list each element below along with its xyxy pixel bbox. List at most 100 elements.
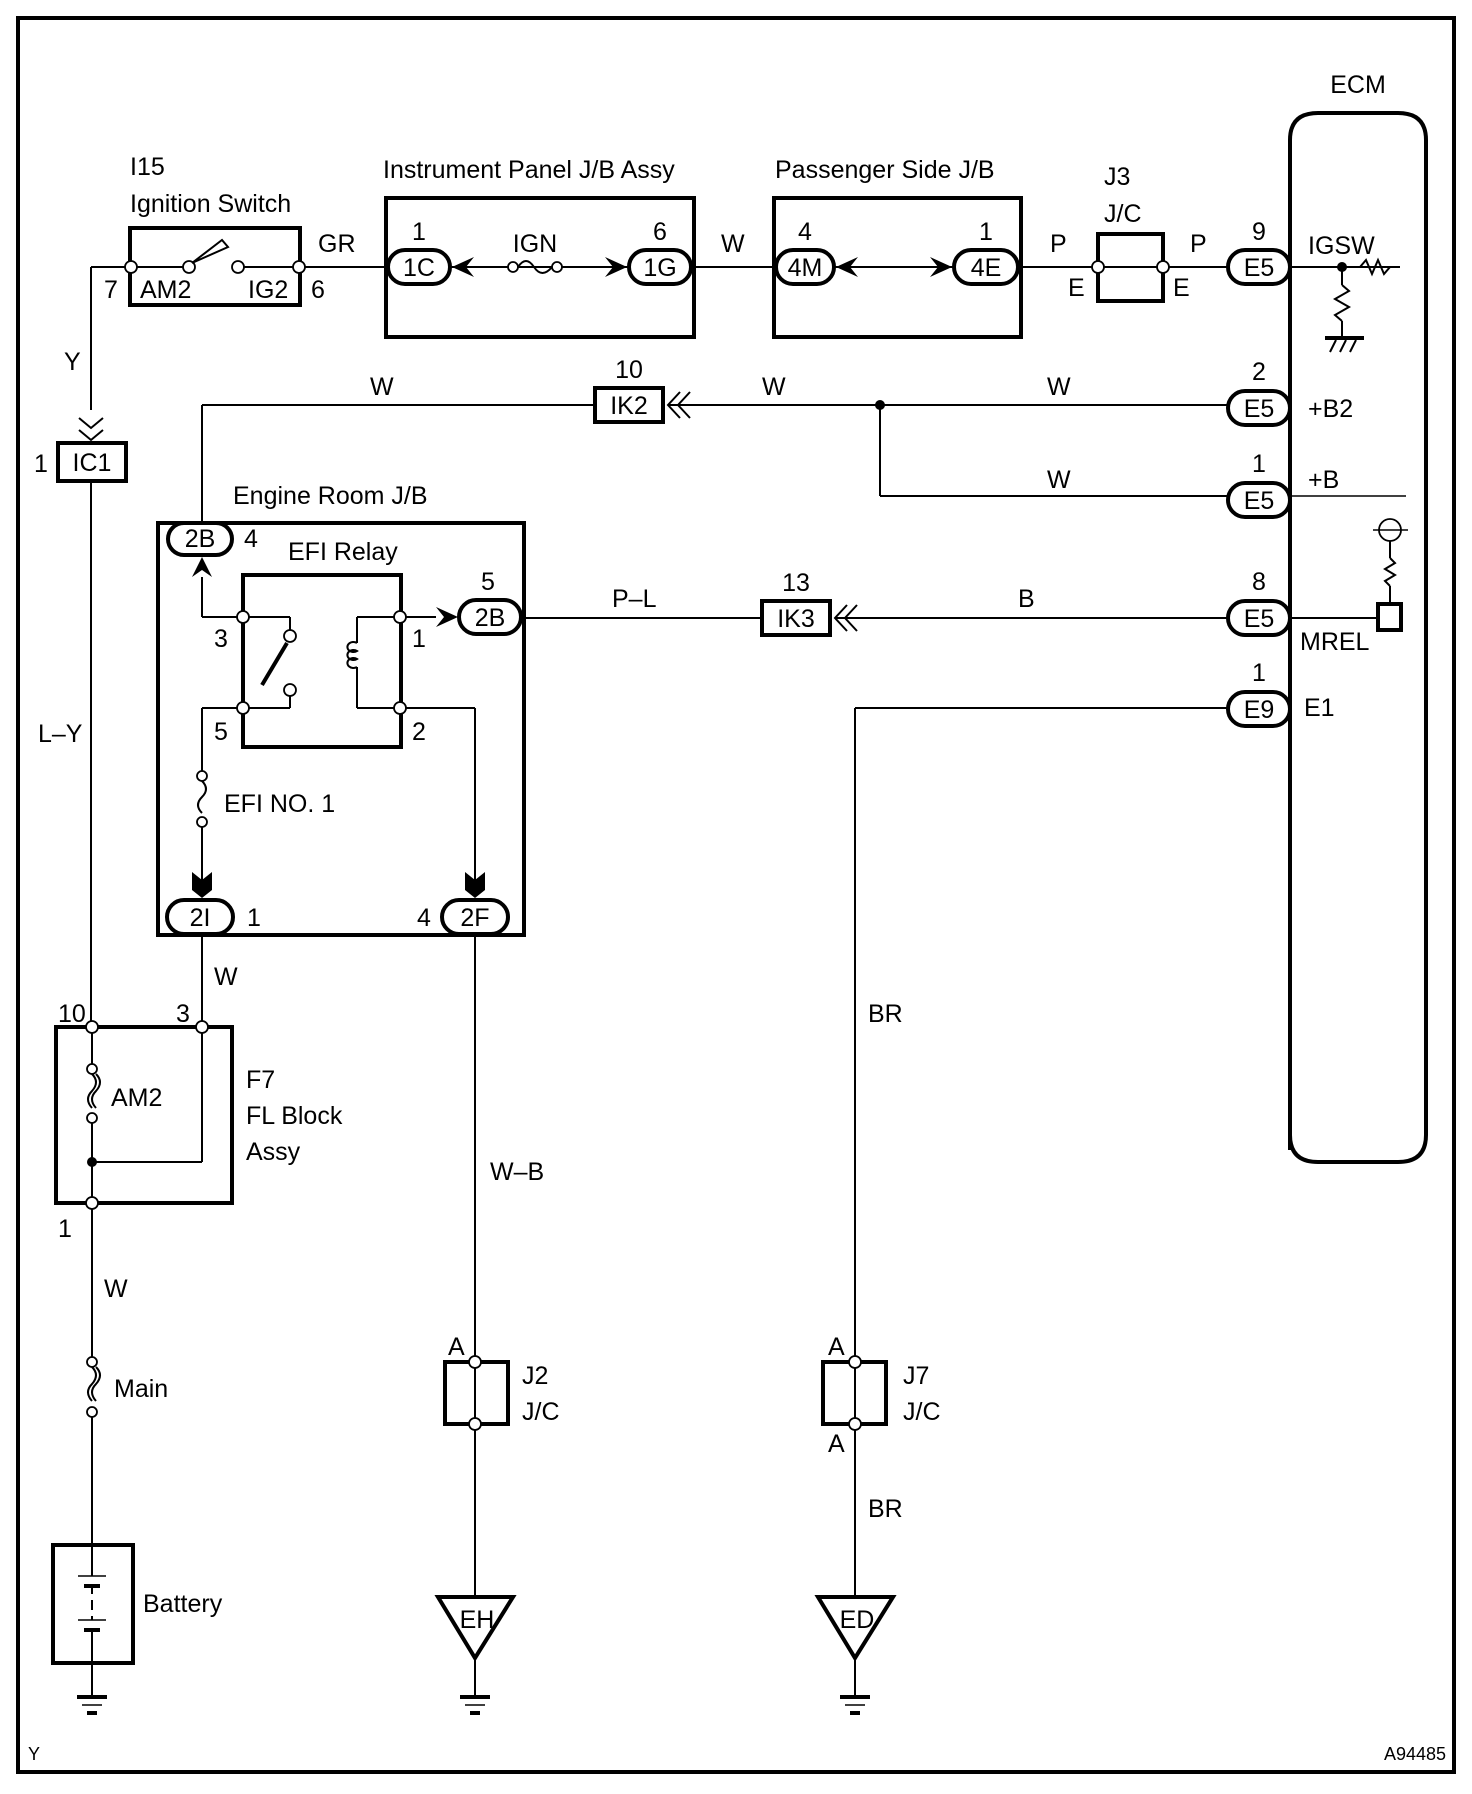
- ecm: ECM IGSW +B2 +B MREL E1: [1288, 71, 1428, 1164]
- j2-name: J/C: [522, 1398, 560, 1426]
- wire-color-w-b: W–B: [490, 1158, 544, 1186]
- connector-arrow-icon: [930, 257, 952, 277]
- am2-fuse-label: AM2: [111, 1084, 162, 1112]
- svg-text:6: 6: [653, 218, 667, 246]
- svg-text:3: 3: [176, 1000, 190, 1028]
- fusible-link-icon: [87, 1073, 101, 1109]
- ground-point-eh: [434, 1595, 517, 1662]
- connector-arrow-icon: [78, 417, 104, 442]
- b-supply-wiring: W IK2 10 W W W: [201, 356, 1228, 550]
- wire-color-gr: GR: [318, 230, 356, 258]
- connector-arrow-icon: [452, 257, 474, 277]
- svg-text:2: 2: [1252, 358, 1266, 386]
- connector-4m: [774, 248, 836, 286]
- battery-label: Battery: [143, 1590, 223, 1618]
- transistor-icon: [1376, 602, 1403, 632]
- svg-text:1: 1: [412, 625, 426, 653]
- svg-text:1: 1: [247, 904, 261, 932]
- diagram-frame: [16, 16, 1456, 1774]
- ecm-connectors: E5 9 E5 2 E5 1 E5 8 E9 1: [1226, 218, 1292, 728]
- eh-ground-wiring: W–B A J2 J/C EH: [434, 934, 560, 1715]
- svg-text:8: 8: [1252, 568, 1266, 596]
- svg-text:2B: 2B: [185, 525, 216, 553]
- efi-relay-body: [241, 573, 403, 749]
- ecm-b2-label: +B2: [1308, 395, 1353, 423]
- connector-arrow-icon: [192, 872, 212, 898]
- ecm-igsw-label: IGSW: [1308, 232, 1375, 260]
- ecm-mrel-label: MREL: [1300, 628, 1370, 656]
- ignition-switch: I15 Ignition Switch 7 AM2 IG2 6 GR: [90, 153, 385, 410]
- wire-color-y: Y: [64, 348, 81, 376]
- svg-text:EH: EH: [460, 1606, 495, 1634]
- svg-text:3: 3: [214, 625, 228, 653]
- j3-junction-connector: J3 J/C E E P: [1068, 163, 1228, 303]
- connector-arrow-icon: [836, 257, 858, 277]
- corner-label: Y: [28, 1744, 40, 1764]
- svg-text:5: 5: [481, 568, 495, 596]
- fuse-icon: [517, 260, 553, 274]
- connector-e5-b: [1226, 481, 1292, 519]
- ignition-switch-name: Ignition Switch: [130, 190, 291, 218]
- connector-arrow-icon: [192, 557, 212, 577]
- fuse-icon: [197, 780, 207, 814]
- svg-text:2F: 2F: [460, 904, 489, 932]
- wire-color-w: W: [1047, 466, 1071, 494]
- mrel-wiring: P–L IK3 13 B: [521, 569, 1228, 637]
- svg-text:2B: 2B: [475, 604, 506, 632]
- relay-name: EFI Relay: [288, 538, 398, 566]
- ip-jb-name: Instrument Panel J/B Assy: [383, 156, 675, 184]
- connector-arrow-icon: [465, 872, 485, 898]
- svg-text:IK2: IK2: [610, 392, 648, 420]
- efi-fuse-label: EFI NO. 1: [224, 790, 335, 818]
- resistor-icon: [1332, 284, 1352, 322]
- svg-text:1C: 1C: [403, 254, 435, 282]
- svg-text:ED: ED: [840, 1606, 875, 1634]
- connector-4e: [952, 248, 1020, 286]
- engine-room-jb-name: Engine Room J/B: [233, 482, 428, 510]
- j7-name: J/C: [903, 1398, 941, 1426]
- svg-text:2I: 2I: [190, 904, 211, 932]
- ignition-pin-left: 7: [104, 276, 118, 304]
- fl-block-assy: W 10 3 AM2 F7 FL Block Assy 1: [54, 934, 343, 1243]
- connector-arrow-icon: [605, 257, 627, 277]
- svg-text:10: 10: [615, 356, 643, 384]
- ic1-connector: Y IC1 1 L–Y: [34, 348, 128, 1030]
- j3-pin-right: E: [1173, 274, 1190, 302]
- svg-text:1: 1: [1252, 659, 1266, 687]
- wire-color-w: W: [721, 230, 745, 258]
- ecm-b-label: +B: [1308, 466, 1339, 494]
- wire-color-w: W: [370, 373, 394, 401]
- svg-text:4E: 4E: [971, 254, 1002, 282]
- svg-text:E5: E5: [1244, 605, 1275, 633]
- connector-2i: [165, 898, 235, 936]
- battery-circuit: W Main Battery: [51, 1209, 223, 1715]
- wire-color-w: W: [104, 1275, 128, 1303]
- connector-arrow-icon: [436, 607, 458, 627]
- connector-e5-b2: [1226, 389, 1292, 427]
- ecm-body: [1288, 111, 1428, 1164]
- svg-text:1: 1: [1252, 450, 1266, 478]
- instrument-panel-jb: Instrument Panel J/B Assy 1C 1 IGN 1G 6 …: [383, 156, 775, 339]
- wire-color-b: B: [1018, 585, 1035, 613]
- connector-1g: [627, 248, 693, 286]
- wire-color-p: P: [1050, 230, 1067, 258]
- ignition-pin-right: 6: [311, 276, 325, 304]
- j2-pin: A: [448, 1333, 465, 1361]
- ignition-label-left: AM2: [140, 276, 191, 304]
- svg-text:4: 4: [798, 218, 812, 246]
- relay-coil-icon: [346, 641, 359, 669]
- svg-text:10: 10: [58, 1000, 86, 1028]
- fl-block-name: FL Block: [246, 1102, 343, 1130]
- wire-color-w: W: [1047, 373, 1071, 401]
- j7-pin-bottom: A: [828, 1430, 845, 1458]
- fl-block-code: F7: [246, 1066, 275, 1094]
- connector-2b-top: [166, 521, 234, 557]
- j3-code: J3: [1104, 163, 1130, 191]
- j3-pin-left: E: [1068, 274, 1085, 302]
- svg-text:E5: E5: [1244, 254, 1275, 282]
- resistor-icon: [1383, 557, 1397, 587]
- ecm-e1-label: E1: [1304, 694, 1335, 722]
- wire-color-p: P: [1190, 230, 1207, 258]
- figure-id: A94485: [1384, 1744, 1446, 1764]
